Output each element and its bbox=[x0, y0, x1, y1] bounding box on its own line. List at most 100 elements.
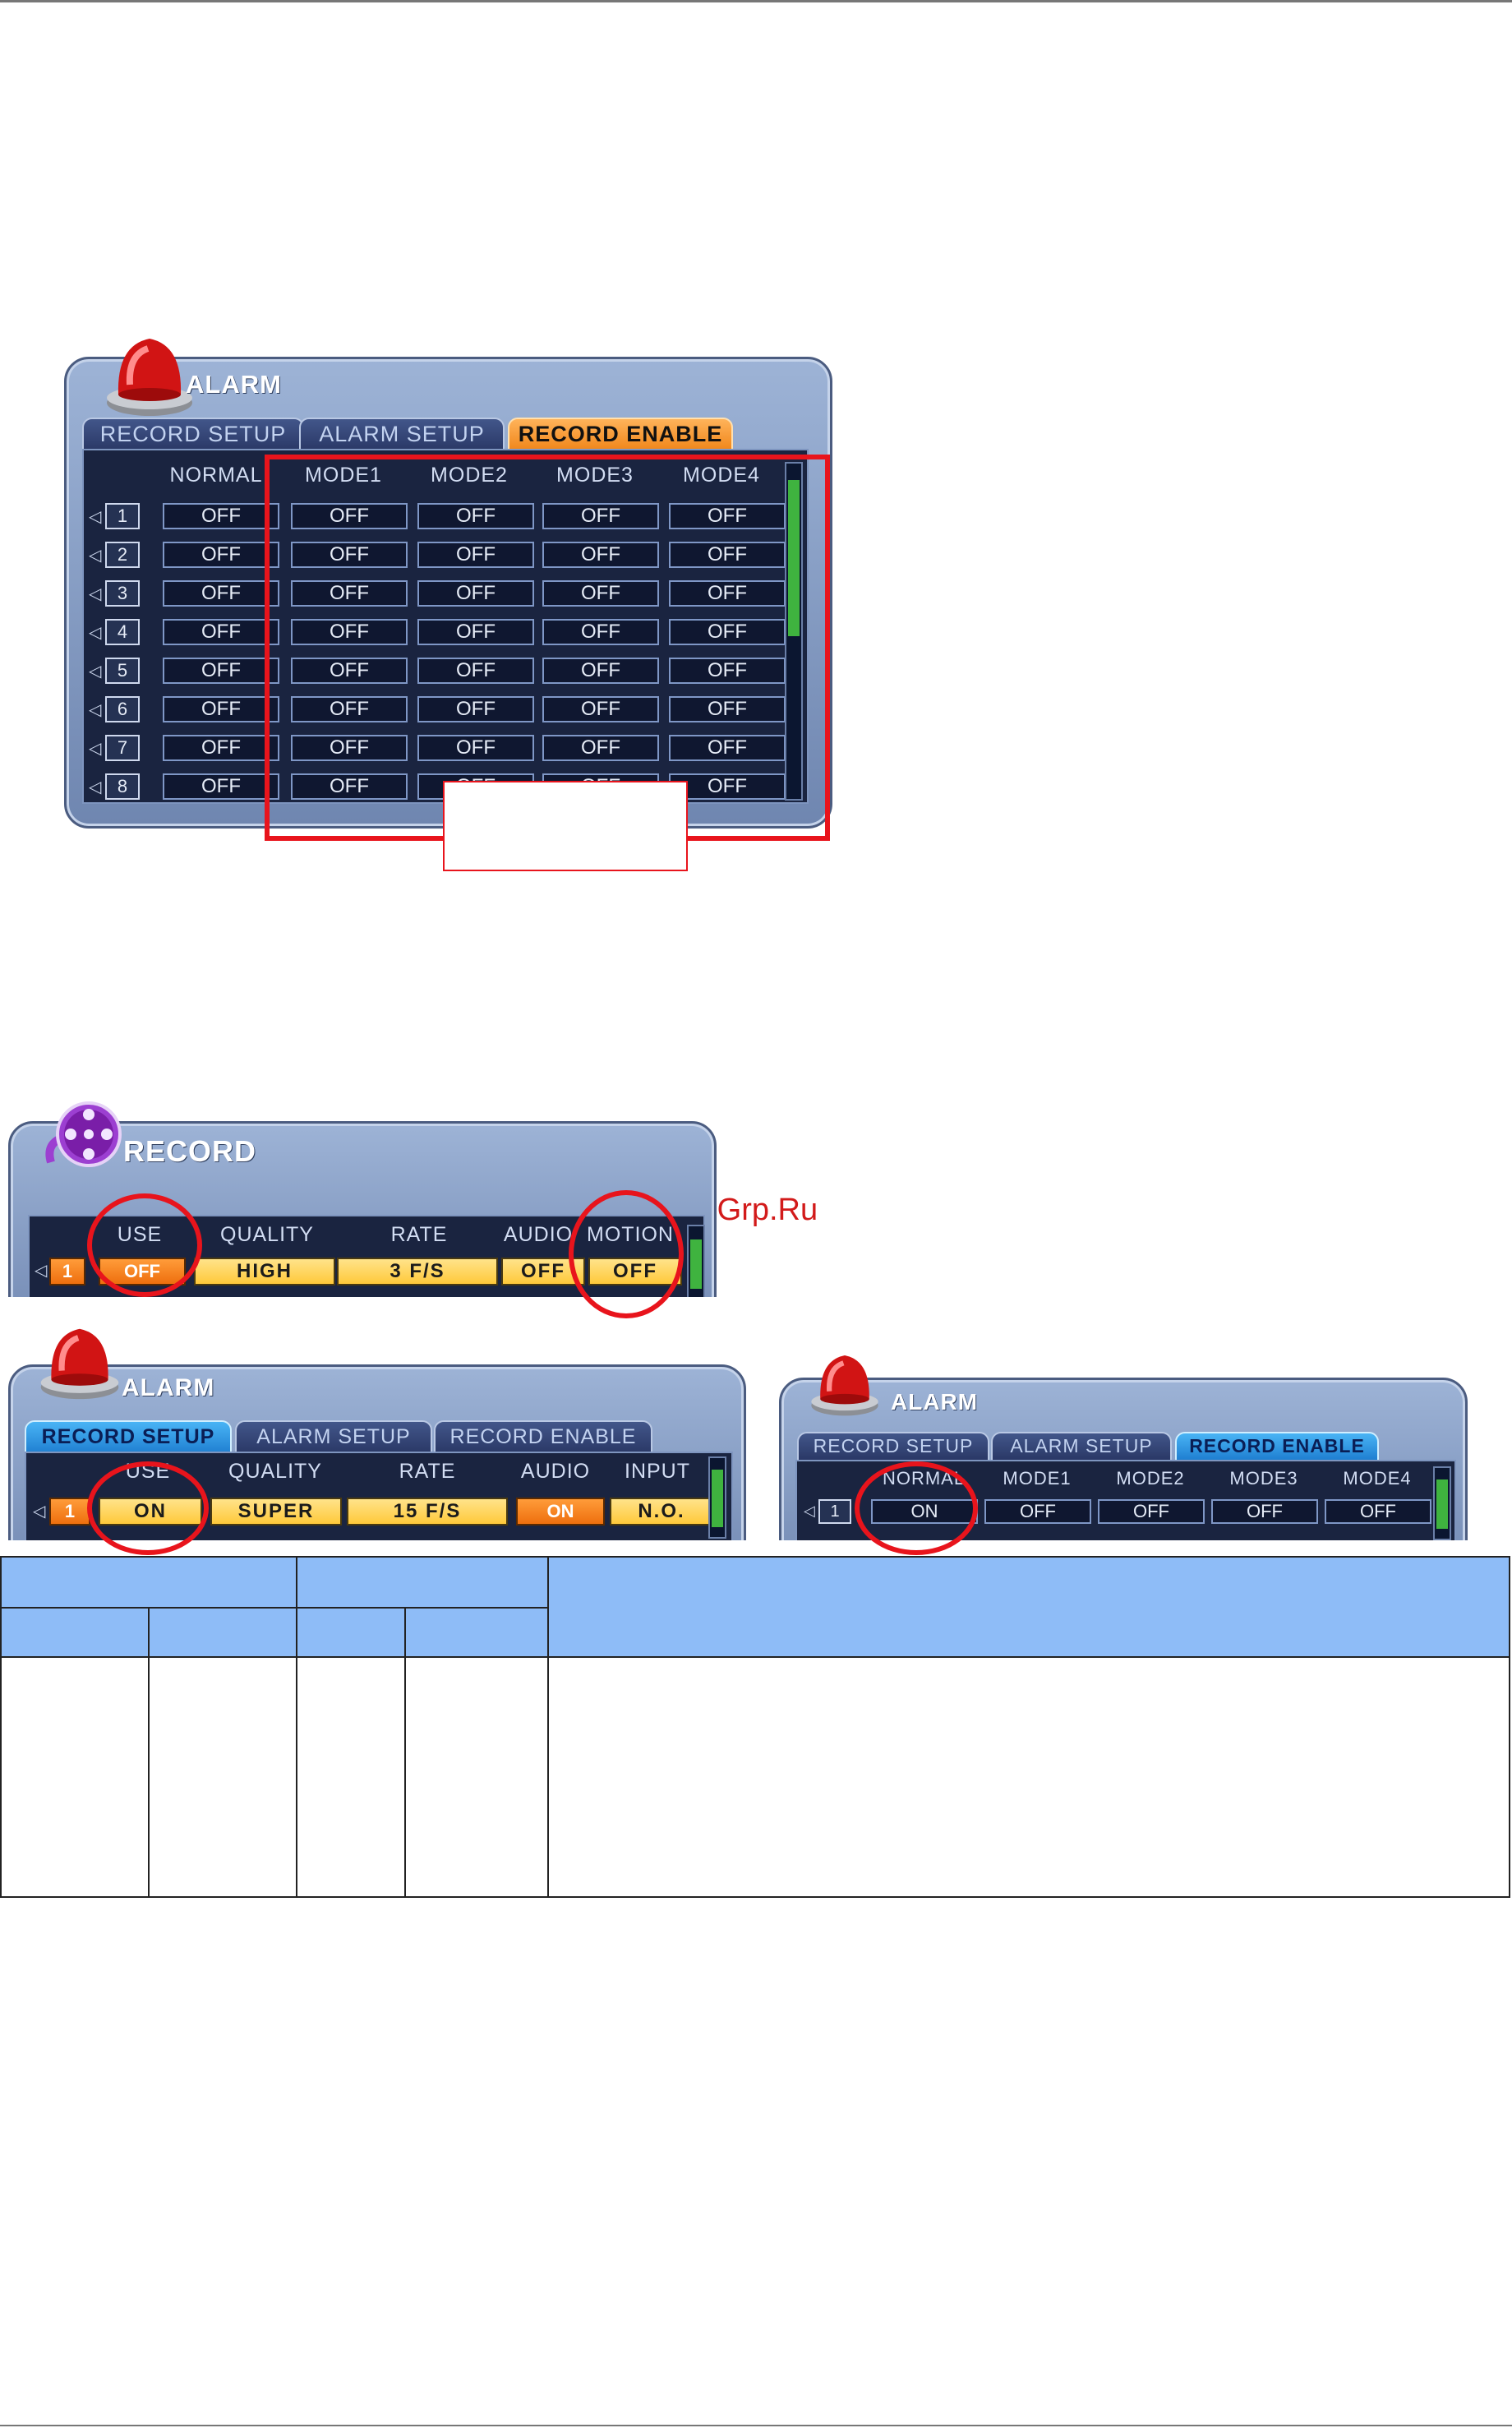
speaker-icon: ◁ bbox=[89, 547, 102, 565]
col-header-mode4: MODE4 bbox=[683, 464, 760, 487]
enable-mode4-value[interactable]: OFF bbox=[1325, 1499, 1431, 1524]
normal-toggle[interactable]: OFF bbox=[163, 773, 279, 800]
mode4-toggle[interactable]: OFF bbox=[669, 658, 786, 684]
enable-mode1-value[interactable]: OFF bbox=[984, 1499, 1091, 1524]
mode1-toggle[interactable]: OFF bbox=[291, 735, 408, 761]
mode1-toggle[interactable]: OFF bbox=[291, 773, 408, 800]
mode3-toggle[interactable]: OFF bbox=[542, 503, 659, 529]
mode3-toggle[interactable]: OFF bbox=[542, 580, 659, 607]
table-header-cell bbox=[547, 1556, 1510, 1658]
mode2-toggle[interactable]: OFF bbox=[417, 542, 534, 568]
alarm-siren-icon bbox=[40, 1328, 119, 1400]
table-subheader-cell bbox=[296, 1607, 406, 1658]
alarm-quality-value[interactable]: SUPER bbox=[210, 1498, 342, 1526]
col-header-mode3: MODE3 bbox=[1229, 1468, 1298, 1489]
scrollbar-thumb[interactable] bbox=[1436, 1479, 1448, 1529]
tab-alarm-setup[interactable]: ALARM SETUP bbox=[991, 1432, 1172, 1461]
alarm-siren-icon bbox=[107, 339, 192, 416]
mode1-toggle[interactable]: OFF bbox=[291, 619, 408, 645]
highlight-circle-normal bbox=[855, 1461, 978, 1555]
tab-record-enable[interactable]: RECORD ENABLE bbox=[434, 1420, 652, 1455]
speaker-icon: ◁ bbox=[89, 740, 102, 758]
channel-number: 1 bbox=[105, 503, 140, 529]
record-rate-value[interactable]: 3 F/S bbox=[337, 1258, 498, 1286]
table-header-cell bbox=[296, 1556, 549, 1609]
channel-number: 1 bbox=[49, 1498, 90, 1526]
mode2-toggle[interactable]: OFF bbox=[417, 580, 534, 607]
mode2-toggle[interactable]: OFF bbox=[417, 619, 534, 645]
tab-alarm-setup[interactable]: ALARM SETUP bbox=[235, 1420, 432, 1455]
mode2-toggle[interactable]: OFF bbox=[417, 658, 534, 684]
mode4-toggle[interactable]: OFF bbox=[669, 773, 786, 800]
alarm-window-title: ALARM bbox=[186, 370, 282, 399]
mode4-toggle[interactable]: OFF bbox=[669, 619, 786, 645]
alarm-window-title: ALARM bbox=[122, 1374, 215, 1401]
col-header-normal: NORMAL bbox=[169, 464, 263, 487]
info-table bbox=[0, 1556, 1510, 1898]
mode3-toggle[interactable]: OFF bbox=[542, 542, 659, 568]
normal-toggle[interactable]: OFF bbox=[163, 619, 279, 645]
tab-alarm-setup[interactable]: ALARM SETUP bbox=[299, 418, 505, 452]
alarm-scrollbar[interactable] bbox=[708, 1456, 726, 1539]
enable-mode3-value[interactable]: OFF bbox=[1211, 1499, 1318, 1524]
record-quality-value[interactable]: HIGH bbox=[194, 1258, 335, 1286]
tab-record-enable[interactable]: RECORD ENABLE bbox=[1175, 1432, 1379, 1461]
scrollbar-thumb[interactable] bbox=[712, 1470, 723, 1527]
table-subheader-cell bbox=[0, 1607, 150, 1658]
tab-record-enable[interactable]: RECORD ENABLE bbox=[508, 418, 733, 452]
tab-record-setup[interactable]: RECORD SETUP bbox=[797, 1432, 989, 1461]
mode2-toggle[interactable]: OFF bbox=[417, 696, 534, 722]
alarm-scrollbar[interactable] bbox=[785, 462, 803, 801]
highlight-circle-alarm-use bbox=[87, 1461, 209, 1555]
tab-record-setup[interactable]: RECORD SETUP bbox=[25, 1420, 232, 1455]
mode1-toggle[interactable]: OFF bbox=[291, 580, 408, 607]
mode4-toggle[interactable]: OFF bbox=[669, 580, 786, 607]
channel-number: 2 bbox=[105, 542, 140, 568]
top-rule bbox=[0, 0, 1512, 2]
tab-record-setup[interactable]: RECORD SETUP bbox=[82, 418, 304, 452]
speaker-icon: ◁ bbox=[35, 1262, 48, 1280]
mode4-toggle[interactable]: OFF bbox=[669, 503, 786, 529]
channel-number: 7 bbox=[105, 735, 140, 761]
mode1-toggle[interactable]: OFF bbox=[291, 696, 408, 722]
speaker-icon: ◁ bbox=[89, 508, 102, 526]
enable-mode2-value[interactable]: OFF bbox=[1098, 1499, 1205, 1524]
speaker-icon: ◁ bbox=[89, 624, 102, 642]
mode3-toggle[interactable]: OFF bbox=[542, 619, 659, 645]
alarm-rate-value[interactable]: 15 F/S bbox=[347, 1498, 508, 1526]
alarm-audio-value[interactable]: ON bbox=[516, 1498, 605, 1526]
normal-toggle[interactable]: OFF bbox=[163, 503, 279, 529]
mode4-toggle[interactable]: OFF bbox=[669, 542, 786, 568]
col-header-mode3: MODE3 bbox=[556, 464, 634, 487]
mode4-toggle[interactable]: OFF bbox=[669, 696, 786, 722]
col-header-rate: RATE bbox=[399, 1460, 456, 1483]
mode1-toggle[interactable]: OFF bbox=[291, 503, 408, 529]
mode3-toggle[interactable]: OFF bbox=[542, 735, 659, 761]
normal-toggle[interactable]: OFF bbox=[163, 735, 279, 761]
normal-toggle[interactable]: OFF bbox=[163, 658, 279, 684]
alarm-window-title: ALARM bbox=[891, 1389, 979, 1415]
record-scrollbar[interactable] bbox=[687, 1225, 705, 1297]
highlight-circle-motion bbox=[569, 1190, 684, 1318]
normal-toggle[interactable]: OFF bbox=[163, 696, 279, 722]
alarm-scrollbar[interactable] bbox=[1433, 1466, 1451, 1540]
scrollbar-thumb[interactable] bbox=[788, 480, 800, 636]
channel-number: 6 bbox=[105, 696, 140, 722]
alarm-siren-icon bbox=[811, 1355, 878, 1416]
mode2-toggle[interactable]: OFF bbox=[417, 503, 534, 529]
mode4-toggle[interactable]: OFF bbox=[669, 735, 786, 761]
mode1-toggle[interactable]: OFF bbox=[291, 658, 408, 684]
scrollbar-thumb[interactable] bbox=[690, 1239, 702, 1289]
alarm-input-value[interactable]: N.O. bbox=[610, 1498, 713, 1526]
mode2-toggle[interactable]: OFF bbox=[417, 735, 534, 761]
channel-number: 4 bbox=[105, 619, 140, 645]
col-header-rate: RATE bbox=[390, 1223, 448, 1246]
mode1-toggle[interactable]: OFF bbox=[291, 542, 408, 568]
normal-toggle[interactable]: OFF bbox=[163, 542, 279, 568]
mode3-toggle[interactable]: OFF bbox=[542, 696, 659, 722]
col-header-input: INPUT bbox=[625, 1460, 690, 1483]
mode3-toggle[interactable]: OFF bbox=[542, 658, 659, 684]
speaker-icon: ◁ bbox=[89, 701, 102, 719]
normal-toggle[interactable]: OFF bbox=[163, 580, 279, 607]
channel-number: 3 bbox=[105, 580, 140, 607]
